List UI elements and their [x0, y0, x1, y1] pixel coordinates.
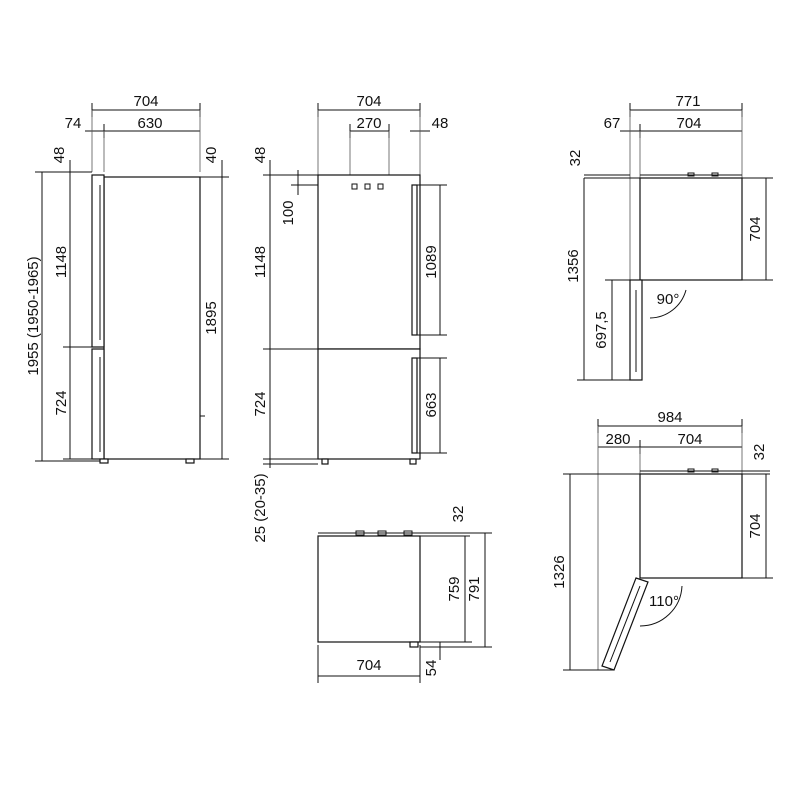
door90-hinge-offset: 67 [604, 115, 621, 132]
door-90-view: 771 67 704 90° 32 704 1356 697,5 [565, 93, 773, 381]
side-top-offset-left: 48 [51, 147, 68, 164]
door110-width: 704 [677, 431, 702, 448]
front-fridge-height: 1148 [252, 246, 269, 278]
side-depth-total: 704 [133, 93, 158, 110]
top-top-gap: 32 [450, 506, 467, 523]
door110-angle: 110° [649, 593, 679, 610]
top-width: 704 [356, 657, 381, 674]
side-freezer-height: 724 [53, 390, 70, 415]
front-fridge-door-height: 1089 [423, 245, 440, 278]
top-handle: 54 [423, 660, 440, 677]
front-side-offset: 48 [432, 115, 449, 132]
front-freezer-height: 724 [252, 391, 269, 416]
door90-width: 704 [676, 115, 701, 132]
door110-top-gap: 32 [751, 444, 768, 461]
top-depth-with-handle: 791 [466, 576, 483, 601]
top-view: 32 759 791 704 54 [317, 506, 492, 683]
door110-depth: 704 [747, 513, 764, 538]
door110-open-depth: 1326 [551, 555, 568, 588]
door90-door-width: 697,5 [593, 311, 610, 349]
door90-depth: 704 [747, 216, 764, 241]
door110-total-width: 984 [657, 409, 682, 426]
door90-open-depth: 1356 [565, 249, 582, 282]
front-hinge-spacing: 270 [356, 115, 381, 132]
door90-angle: 90° [657, 291, 680, 308]
side-body-height: 1895 [203, 301, 220, 334]
front-foot-height: 25 (20-35) [252, 473, 269, 542]
front-view: 704 270 48 48 100 1148 724 [252, 93, 448, 543]
door90-top-gap: 32 [567, 150, 584, 167]
side-top-offset-right: 40 [203, 147, 220, 164]
front-top-inset: 100 [280, 200, 297, 225]
door90-total-width: 771 [675, 93, 700, 110]
side-handle-depth: 74 [65, 115, 82, 132]
door110-hinge-offset: 280 [605, 431, 630, 448]
side-fridge-height: 1148 [53, 246, 70, 278]
top-depth: 759 [446, 576, 463, 601]
front-freezer-door-height: 663 [423, 392, 440, 417]
front-width: 704 [356, 93, 381, 110]
side-cabinet-depth: 630 [137, 115, 162, 132]
front-top-offset: 48 [252, 147, 269, 164]
side-total-height: 1955 (1950-1965) [25, 256, 42, 375]
door-110-view: 984 280 704 110° 32 704 1326 [551, 409, 773, 671]
side-view: 704 74 630 48 40 1955 (1950-1965) 1148 [25, 93, 229, 464]
